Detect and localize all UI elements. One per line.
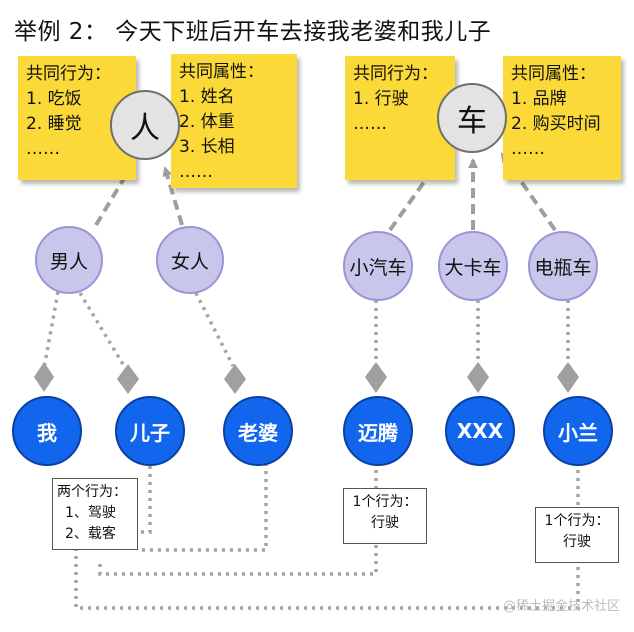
subclass-ebike: 电瓶车	[528, 231, 598, 301]
box-line: 行驶	[371, 515, 399, 531]
subclass-car: 小汽车	[343, 231, 413, 301]
link-man-to-me	[42, 291, 60, 369]
note-line: 3. 长相	[179, 137, 235, 157]
box-line: 1、驾驶	[65, 505, 116, 521]
note-line: ……	[511, 139, 545, 159]
base-class-vehicle: 车	[437, 83, 507, 153]
diamond-xiaolan	[557, 362, 579, 393]
note-line: 共同行为：	[353, 64, 438, 84]
base-class-person: 人	[110, 90, 180, 160]
note-line: ……	[26, 139, 60, 159]
watermark: @稀土掘金技术社区	[502, 599, 620, 614]
box-me-actions: 两个行为： 1、驾驶 2、载客	[52, 478, 138, 550]
instance-wife: 老婆	[223, 396, 293, 466]
box-line: 两个行为：	[57, 484, 127, 500]
page-title: 举例 2： 今天下班后开车去接我老婆和我儿子	[14, 19, 492, 45]
note-vehicle-behavior: 共同行为： 1. 行驶 ……	[345, 56, 455, 180]
arrow-man-to-person	[94, 163, 134, 227]
note-line: 1. 姓名	[179, 87, 235, 107]
note-vehicle-attributes: 共同属性： 1. 品牌 2. 购买时间 ……	[503, 56, 621, 180]
instance-xxx: XXX	[445, 396, 515, 466]
note-person-attributes: 共同属性： 1. 姓名 2. 体重 3. 长相 ……	[171, 54, 297, 188]
subclass-woman: 女人	[156, 226, 224, 294]
note-line: 2. 体重	[179, 112, 235, 132]
note-line: 共同属性：	[179, 62, 264, 82]
instance-son: 儿子	[115, 396, 185, 466]
link-magotan-to-vehicle-chain	[98, 545, 378, 576]
subclass-truck: 大卡车	[438, 231, 508, 301]
box-magotan-actions: 1个行为： 行驶	[343, 488, 427, 544]
link-me-actions-to-son	[138, 458, 152, 534]
diamond-son	[117, 364, 139, 394]
note-line: 2. 睡觉	[26, 114, 82, 134]
box-line: 1个行为：	[544, 513, 610, 529]
diamond-xxx	[467, 362, 489, 393]
note-line: 1. 行驶	[353, 89, 409, 109]
note-line: 共同行为：	[26, 64, 111, 84]
diamond-wife	[224, 364, 246, 394]
note-line: ……	[179, 162, 213, 182]
subclass-man: 男人	[35, 226, 103, 294]
link-man-to-son	[78, 292, 126, 367]
box-line: 2、载客	[65, 526, 116, 542]
diamond-me	[34, 362, 54, 392]
note-line: 2. 购买时间	[511, 114, 601, 134]
link-woman-to-wife	[194, 292, 235, 367]
instance-xiaolan: 小兰	[543, 396, 613, 466]
instance-me: 我	[12, 396, 82, 466]
box-line: 1个行为：	[352, 494, 418, 510]
box-line: 行驶	[563, 534, 591, 550]
note-line: 共同属性：	[511, 64, 596, 84]
note-line: 1. 品牌	[511, 89, 567, 109]
box-xiaolan-actions: 1个行为： 行驶	[535, 507, 619, 563]
note-line: 1. 吃饭	[26, 89, 82, 109]
note-line: ……	[353, 114, 387, 134]
link-wife-to-actions	[138, 463, 268, 552]
diamond-magotan	[365, 362, 387, 393]
arrow-woman-to-person	[162, 166, 184, 226]
instance-magotan: 迈腾	[343, 396, 413, 466]
